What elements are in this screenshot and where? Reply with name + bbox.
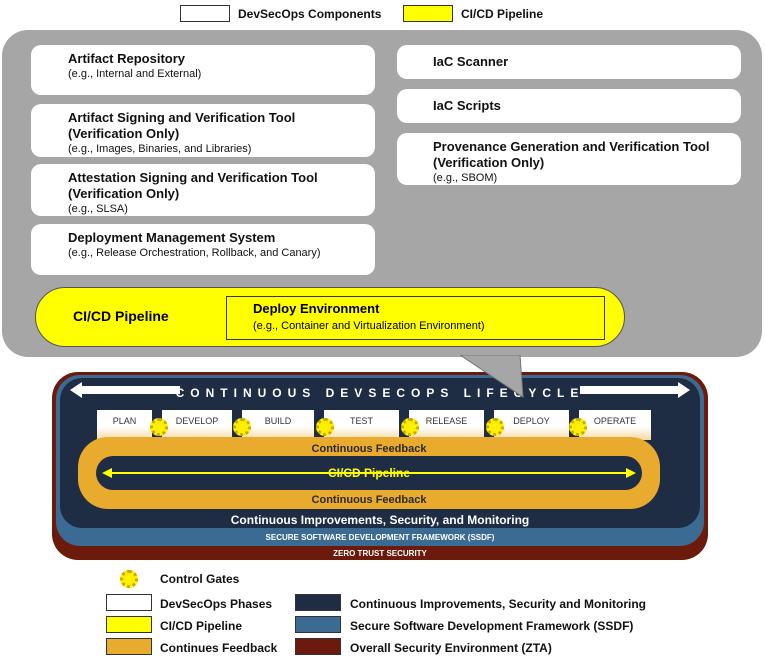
legend-ssdf: Secure Software Development Framework (S…	[350, 619, 634, 633]
legend-pipeline: CI/CD Pipeline	[461, 7, 544, 21]
swatch-ci	[295, 594, 341, 611]
callout-pointer	[460, 355, 524, 398]
phase-plan: PLAN	[97, 410, 152, 440]
legend-swatch-components	[180, 5, 230, 22]
feedback-top-label: Continuous Feedback	[311, 443, 427, 455]
box-title: IaC Scripts	[433, 98, 501, 113]
lifecycle-arrow	[70, 382, 690, 398]
pipeline-label: CI/CD Pipeline	[73, 308, 169, 324]
swatch-zta	[295, 638, 341, 655]
legend-feedback: Continues Feedback	[160, 641, 278, 655]
pipeline-arrow	[102, 468, 636, 478]
iac-scripts-box: IaC Scripts	[397, 89, 741, 123]
cicd-pipeline-band: CI/CD Pipeline Deploy Environment (e.g., …	[35, 287, 625, 347]
box-sub: (e.g., Images, Binaries, and Libraries)	[68, 143, 252, 155]
legend-phases: DevSecOps Phases	[160, 597, 273, 611]
control-gate-icon	[401, 418, 419, 436]
box-title: Artifact Signing and Verification Tool (…	[68, 110, 296, 141]
swatch-pipeline	[106, 616, 152, 633]
control-gate-legend-icon	[120, 570, 138, 588]
deployment-management-box: Deployment Management System (e.g., Relea…	[31, 224, 375, 275]
control-gate-icon	[233, 418, 251, 436]
legend-zta: Overall Security Environment (ZTA)	[350, 641, 552, 655]
control-gate-icon	[316, 418, 334, 436]
swatch-phases	[106, 594, 152, 611]
box-title: IaC Scanner	[433, 54, 509, 69]
ci-label: Continuous Improvements, Security, and M…	[230, 513, 530, 527]
iac-scanner-box: IaC Scanner	[397, 45, 741, 79]
box-title: Deployment Management System	[68, 230, 276, 245]
deploy-sub: (e.g., Container and Virtualization Envi…	[253, 320, 485, 332]
phase-operate: OPERATE	[579, 410, 651, 440]
pipeline-center-label: CI/CD Pipeline	[327, 466, 410, 480]
phase-build: BUILD	[242, 410, 314, 440]
deploy-title: Deploy Environment	[253, 301, 380, 316]
box-sub: (e.g., SLSA)	[68, 203, 128, 215]
attestation-signing-box: Attestation Signing and Verification Too…	[31, 164, 375, 216]
zta-label: ZERO TRUST SECURITY	[333, 549, 427, 558]
phase-deploy: DEPLOY	[494, 410, 569, 440]
control-gate-icon	[569, 418, 587, 436]
box-sub: (e.g., SBOM)	[433, 172, 498, 184]
control-gate-icon	[486, 418, 504, 436]
legend-components: DevSecOps Components	[238, 7, 382, 21]
feedback-bottom-label: Continuous Feedback	[311, 494, 427, 506]
legend-gates: Control Gates	[160, 572, 240, 586]
legend-swatch-pipeline	[403, 5, 453, 22]
control-gate-icon	[150, 418, 168, 436]
phase-develop: DEVELOP	[162, 410, 232, 440]
legend-pipeline-item: CI/CD Pipeline	[160, 619, 243, 633]
provenance-box: Provenance Generation and Verification T…	[397, 133, 741, 185]
phase-release: RELEASE	[409, 410, 484, 440]
artifact-signing-box: Artifact Signing and Verification Tool (…	[31, 104, 375, 157]
artifact-repository-box: Artifact Repository (e.g., Internal and E…	[31, 45, 375, 95]
legend-ci: Continuous Improvements, Security and Mo…	[350, 597, 647, 611]
box-title: Artifact Repository	[68, 51, 186, 66]
box-sub: (e.g., Internal and External)	[68, 68, 202, 80]
lifecycle-title: CONTINUOUS DEVSECOPS LIFECYCLE	[175, 386, 585, 400]
phase-test: TEST	[324, 410, 399, 440]
deploy-environment-box: Deploy Environment (e.g., Container and V…	[226, 296, 605, 340]
swatch-feedback	[106, 638, 152, 655]
ssdf-label: SECURE SOFTWARE DEVELOPMENT FRAMEWORK (S…	[265, 533, 495, 542]
box-title: Provenance Generation and Verification T…	[433, 139, 710, 170]
swatch-ssdf	[295, 616, 341, 633]
box-title: Attestation Signing and Verification Too…	[68, 170, 318, 201]
box-sub: (e.g., Release Orchestration, Rollback, …	[68, 247, 321, 259]
